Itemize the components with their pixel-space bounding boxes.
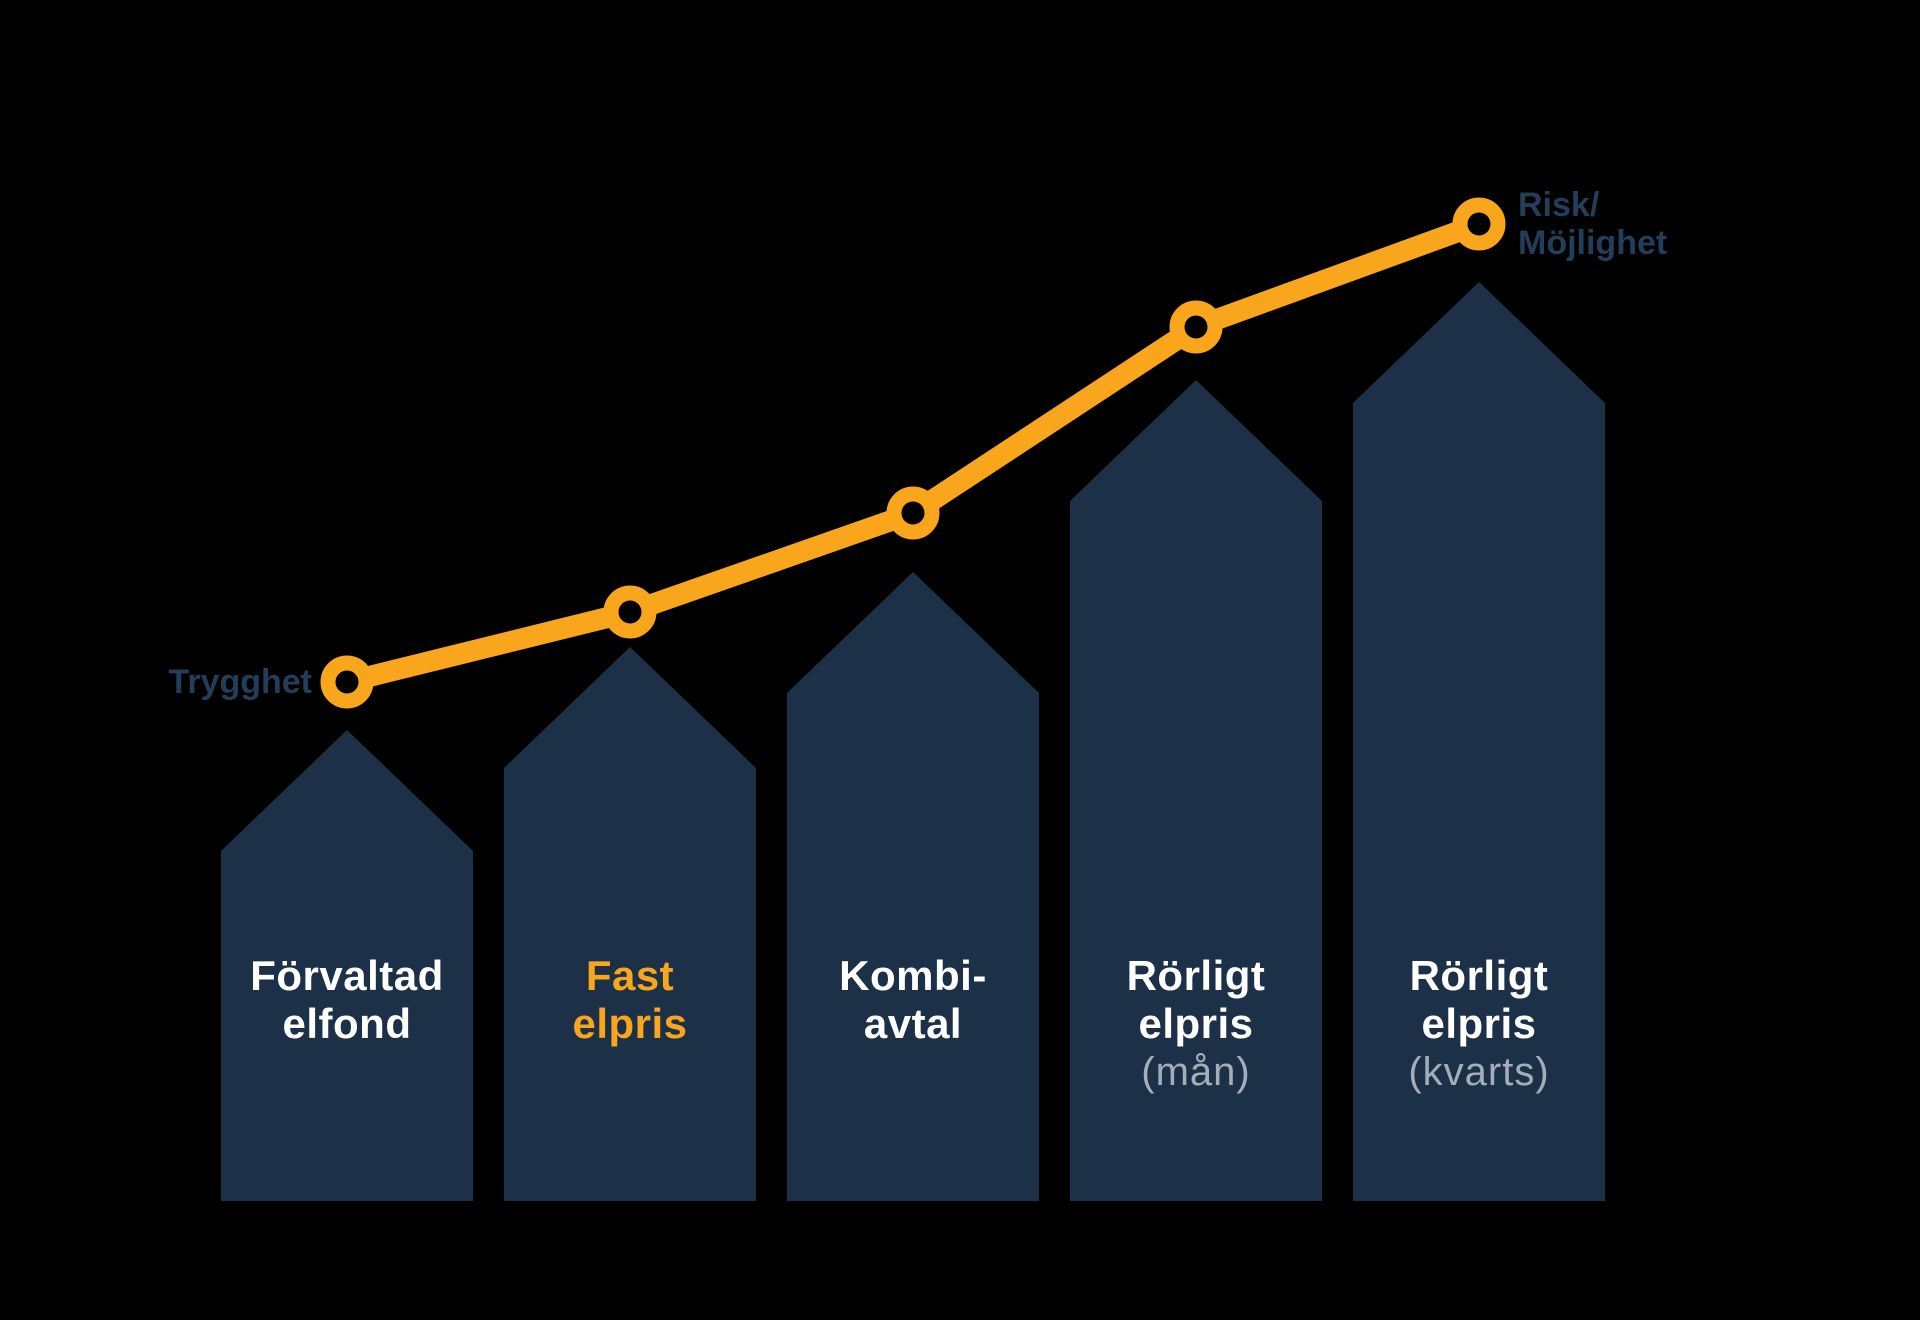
bar-shape-fast-elpris	[504, 647, 756, 1201]
bar-label-line: Förvaltad	[250, 952, 444, 999]
bars-layer	[221, 282, 1605, 1201]
bar-shape-forvaltad-elfond	[221, 730, 473, 1201]
line-marker-4	[1169, 300, 1223, 354]
bar-shape-rorligt-elpris-man	[1070, 380, 1322, 1201]
bar-label-line: elpris	[572, 1000, 688, 1047]
line-marker-2	[603, 585, 657, 639]
risk-line-markers	[320, 197, 1506, 709]
bar-label-line: elpris	[1138, 1000, 1254, 1047]
bar-label-line: Rörligt	[1409, 952, 1549, 999]
annotation-risk-mojlighet: Risk/ Möjlighet	[1518, 186, 1667, 262]
line-marker-1	[320, 655, 374, 709]
bar-label-subline: (kvarts)	[1408, 1050, 1550, 1094]
bar-label-line: elpris	[1421, 1000, 1537, 1047]
bar-label-fast-elpris: Fast elpris	[480, 952, 780, 1048]
annotation-trygghet: Trygghet	[40, 663, 312, 701]
bar-label-line: elfond	[282, 1000, 412, 1047]
bar-label-rorligt-elpris-man: Rörligt elpris (mån)	[1046, 952, 1346, 1096]
bar-label-kombi-avtal: Kombi- avtal	[763, 952, 1063, 1048]
bar-shape-kombi-avtal	[787, 572, 1039, 1201]
bar-label-line: avtal	[863, 1000, 963, 1047]
annotation-risk-line1: Risk/	[1518, 186, 1600, 224]
bar-shape-rorligt-elpris-kvarts	[1353, 282, 1605, 1201]
bar-label-line: Kombi-	[839, 952, 987, 999]
annotation-risk-line2: Möjlighet	[1518, 224, 1668, 262]
bar-label-forvaltad-elfond: Förvaltad elfond	[197, 952, 497, 1048]
line-marker-5	[1452, 197, 1506, 251]
bar-label-subline: (mån)	[1141, 1050, 1251, 1094]
line-marker-3	[886, 486, 940, 540]
bar-label-line: Fast	[585, 952, 675, 999]
bar-label-rorligt-elpris-kvarts: Rörligt elpris (kvarts)	[1329, 952, 1629, 1096]
annotation-trygghet-text: Trygghet	[168, 663, 312, 701]
bar-label-line: Rörligt	[1126, 952, 1266, 999]
